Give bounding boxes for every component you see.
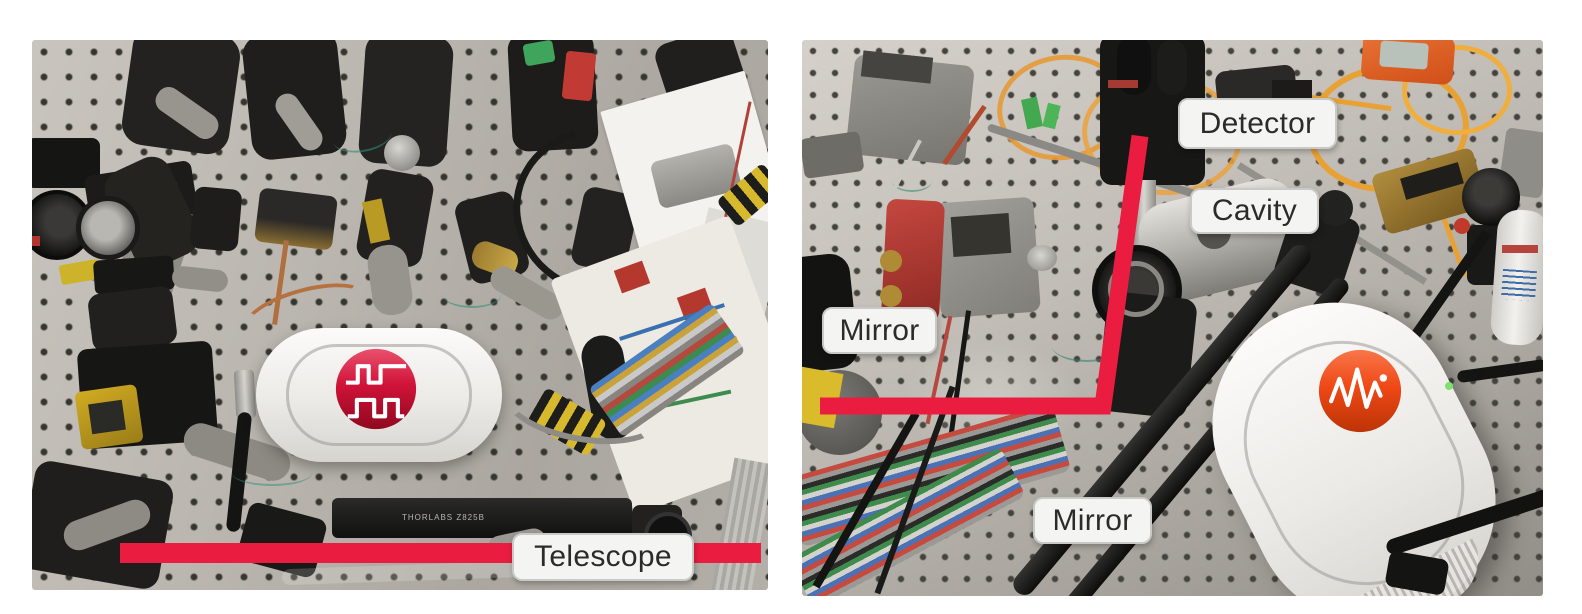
brass-knob (880, 285, 902, 307)
photo-left-optical-table: THORLABS Z825B (32, 40, 768, 590)
status-led (1445, 382, 1453, 390)
translation-stage: THORLABS Z825B (332, 498, 632, 538)
meter-screen (1379, 40, 1429, 70)
detector-cylinder (1157, 40, 1187, 95)
thorlabs-tag (32, 236, 40, 246)
pulse-trace-bottom (347, 397, 405, 419)
device-label (88, 399, 126, 435)
detector-label-red (1108, 80, 1138, 88)
flange-inner-ring (1108, 261, 1164, 317)
can-text-lines (1500, 268, 1538, 302)
label-mirror-bottom: Mirror (1033, 497, 1152, 544)
optical-mount (189, 186, 243, 252)
black-cable (1402, 229, 1492, 351)
label-mirror-left-text: Mirror (839, 313, 920, 347)
label-mirror-left: Mirror (822, 307, 937, 354)
bnc-port (1027, 245, 1057, 271)
label-cavity-text: Cavity (1211, 194, 1298, 227)
mount-arm (171, 265, 229, 293)
fiber-component (254, 187, 338, 251)
label-mirror-bottom-text: Mirror (1052, 503, 1133, 537)
rail-knob (1317, 190, 1353, 226)
red-clamp (561, 50, 597, 102)
marker-scribble (442, 280, 502, 308)
stage-label: THORLABS Z825B (402, 513, 485, 522)
device-groove (286, 344, 472, 446)
label-telescope: Telescope (512, 533, 694, 581)
fiber-coil (1402, 45, 1512, 135)
camera-screen (950, 213, 1012, 257)
pulse-waveform-icon (335, 348, 417, 430)
power-cable (1456, 358, 1543, 384)
lens-mount (76, 196, 140, 260)
label-detector-text: Detector (1199, 106, 1316, 140)
scan-waveform-icon (1318, 349, 1402, 433)
brass-knob (880, 250, 902, 272)
small-grey-part (802, 131, 865, 179)
label-detector: Detector (1178, 98, 1337, 149)
pulse-trace-top (345, 364, 407, 385)
photo-right-optical-table: Detector Cavity Mirror Mirror (802, 40, 1543, 596)
post-holder (384, 135, 420, 171)
zigzag-trace (1328, 367, 1383, 409)
can-red-band (1502, 245, 1538, 253)
red-knob (1454, 218, 1470, 234)
icon-circle (1318, 349, 1402, 433)
marker-scribble (232, 460, 312, 486)
trace-dot (1379, 374, 1388, 382)
bnc-connector (233, 369, 257, 419)
label-telescope-text: Telescope (534, 540, 672, 573)
label-cavity: Cavity (1190, 188, 1319, 234)
